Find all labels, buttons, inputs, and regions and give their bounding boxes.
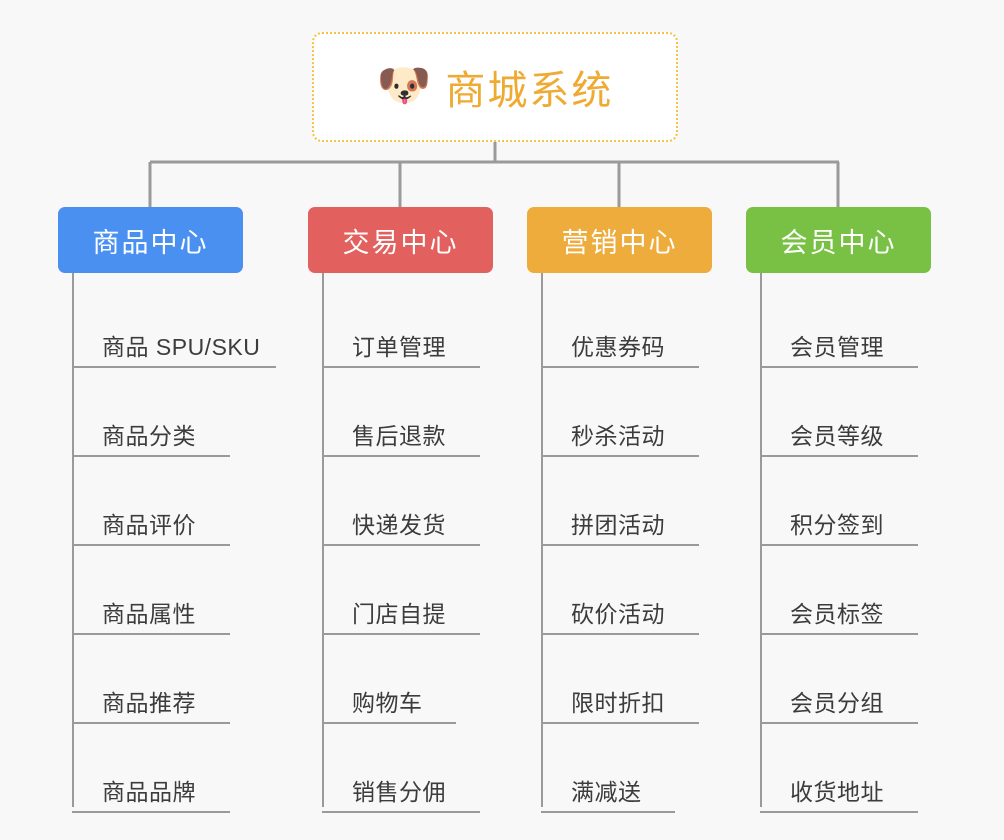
leaf-item-label: 秒杀活动	[571, 423, 665, 449]
category-column-product-center: 商品中心商品 SPU/SKU 商品分类商品评价商品属性商品推荐商品品牌	[58, 207, 276, 813]
branch-spine	[541, 273, 543, 807]
leaf-item-underline	[322, 366, 480, 368]
dog-face-icon: 🐶	[376, 61, 432, 110]
leaf-item-underline	[322, 455, 480, 457]
leaf-item[interactable]: 限时折扣	[527, 635, 712, 724]
leaf-item[interactable]: 优惠券码	[527, 279, 712, 368]
leaf-item-label: 会员分组	[790, 690, 884, 716]
leaf-item-underline	[541, 633, 699, 635]
leaf-item[interactable]: 商品品牌	[58, 724, 243, 813]
leaf-item[interactable]: 门店自提	[308, 546, 493, 635]
leaf-item-label: 商品 SPU/SKU	[102, 334, 261, 360]
leaf-item-label: 收货地址	[790, 779, 884, 805]
leaf-item-label: 优惠券码	[571, 334, 665, 360]
root-title: 商城系统	[445, 69, 614, 113]
leaf-item[interactable]: 满减送	[527, 724, 712, 813]
leaf-item-underline	[541, 544, 699, 546]
leaf-item-underline	[760, 633, 918, 635]
leaf-item[interactable]: 订单管理	[308, 279, 493, 368]
category-column-trade-center: 交易中心订单管理售后退款快递发货门店自提购物车销售分佣	[308, 207, 493, 813]
leaf-item[interactable]: 秒杀活动	[527, 368, 712, 457]
leaf-item-label: 购物车	[352, 690, 423, 716]
root-node[interactable]: 🐶 商城系统	[312, 32, 678, 142]
leaf-item[interactable]: 会员分组	[746, 635, 931, 724]
leaf-item-underline	[760, 455, 918, 457]
branch-spine	[322, 273, 324, 807]
leaf-item[interactable]: 销售分佣	[308, 724, 493, 813]
leaf-item-underline	[72, 811, 230, 813]
leaf-item-label: 商品品牌	[102, 779, 196, 805]
leaf-item-underline	[72, 366, 276, 368]
leaf-item[interactable]: 售后退款	[308, 368, 493, 457]
leaf-item-label: 售后退款	[352, 423, 446, 449]
category-header-marketing-center[interactable]: 营销中心	[527, 207, 712, 273]
leaf-item-underline	[322, 544, 480, 546]
leaf-item-underline	[541, 811, 675, 813]
leaf-item[interactable]: 商品 SPU/SKU	[58, 279, 276, 368]
leaf-item-underline	[760, 811, 918, 813]
leaf-item-underline	[72, 633, 230, 635]
leaf-list-trade-center: 订单管理售后退款快递发货门店自提购物车销售分佣	[308, 273, 493, 813]
leaf-item-label: 会员等级	[790, 423, 884, 449]
leaf-item[interactable]: 收货地址	[746, 724, 931, 813]
leaf-item[interactable]: 拼团活动	[527, 457, 712, 546]
leaf-item-underline	[322, 722, 456, 724]
leaf-item-underline	[541, 455, 699, 457]
category-column-member-center: 会员中心会员管理会员等级积分签到会员标签会员分组收货地址	[746, 207, 931, 813]
branch-spine	[760, 273, 762, 807]
category-header-trade-center[interactable]: 交易中心	[308, 207, 493, 273]
leaf-item-underline	[322, 633, 480, 635]
leaf-item[interactable]: 购物车	[308, 635, 493, 724]
leaf-item-underline	[541, 366, 699, 368]
leaf-item[interactable]: 商品属性	[58, 546, 243, 635]
leaf-item-label: 满减送	[571, 779, 642, 805]
category-header-label: 商品中心	[92, 227, 209, 258]
leaf-item-label: 商品属性	[102, 601, 196, 627]
leaf-item-underline	[72, 722, 230, 724]
branch-spine	[72, 273, 74, 807]
category-header-member-center[interactable]: 会员中心	[746, 207, 931, 273]
leaf-list-product-center: 商品 SPU/SKU 商品分类商品评价商品属性商品推荐商品品牌	[58, 273, 276, 813]
leaf-item-underline	[760, 544, 918, 546]
leaf-item-label: 销售分佣	[352, 779, 446, 805]
leaf-item[interactable]: 商品分类	[58, 368, 243, 457]
leaf-item-label: 砍价活动	[571, 601, 665, 627]
leaf-item[interactable]: 会员等级	[746, 368, 931, 457]
leaf-item-label: 拼团活动	[571, 512, 665, 538]
leaf-item-label: 商品评价	[102, 512, 196, 538]
leaf-item-underline	[72, 455, 230, 457]
category-header-label: 交易中心	[342, 227, 459, 258]
leaf-item-label: 商品分类	[102, 423, 196, 449]
leaf-item-label: 会员标签	[790, 601, 884, 627]
leaf-item-underline	[322, 811, 480, 813]
category-header-label: 营销中心	[561, 227, 678, 258]
leaf-item[interactable]: 快递发货	[308, 457, 493, 546]
leaf-item[interactable]: 会员管理	[746, 279, 931, 368]
leaf-item-label: 订单管理	[352, 334, 446, 360]
leaf-item-underline	[72, 544, 230, 546]
leaf-item-underline	[760, 722, 918, 724]
leaf-item-label: 快递发货	[352, 512, 446, 538]
leaf-item-label: 会员管理	[790, 334, 884, 360]
leaf-item[interactable]: 积分签到	[746, 457, 931, 546]
leaf-list-marketing-center: 优惠券码秒杀活动拼团活动砍价活动限时折扣满减送	[527, 273, 712, 813]
leaf-item-label: 商品推荐	[102, 690, 196, 716]
leaf-item-label: 门店自提	[352, 601, 446, 627]
category-header-label: 会员中心	[780, 227, 897, 258]
leaf-list-member-center: 会员管理会员等级积分签到会员标签会员分组收货地址	[746, 273, 931, 813]
leaf-item[interactable]: 会员标签	[746, 546, 931, 635]
category-column-marketing-center: 营销中心优惠券码秒杀活动拼团活动砍价活动限时折扣满减送	[527, 207, 712, 813]
leaf-item-underline	[760, 366, 918, 368]
leaf-item[interactable]: 商品推荐	[58, 635, 243, 724]
leaf-item-label: 积分签到	[790, 512, 884, 538]
leaf-item-label: 限时折扣	[571, 690, 665, 716]
leaf-item[interactable]: 砍价活动	[527, 546, 712, 635]
category-header-product-center[interactable]: 商品中心	[58, 207, 243, 273]
leaf-item-underline	[541, 722, 699, 724]
leaf-item[interactable]: 商品评价	[58, 457, 243, 546]
